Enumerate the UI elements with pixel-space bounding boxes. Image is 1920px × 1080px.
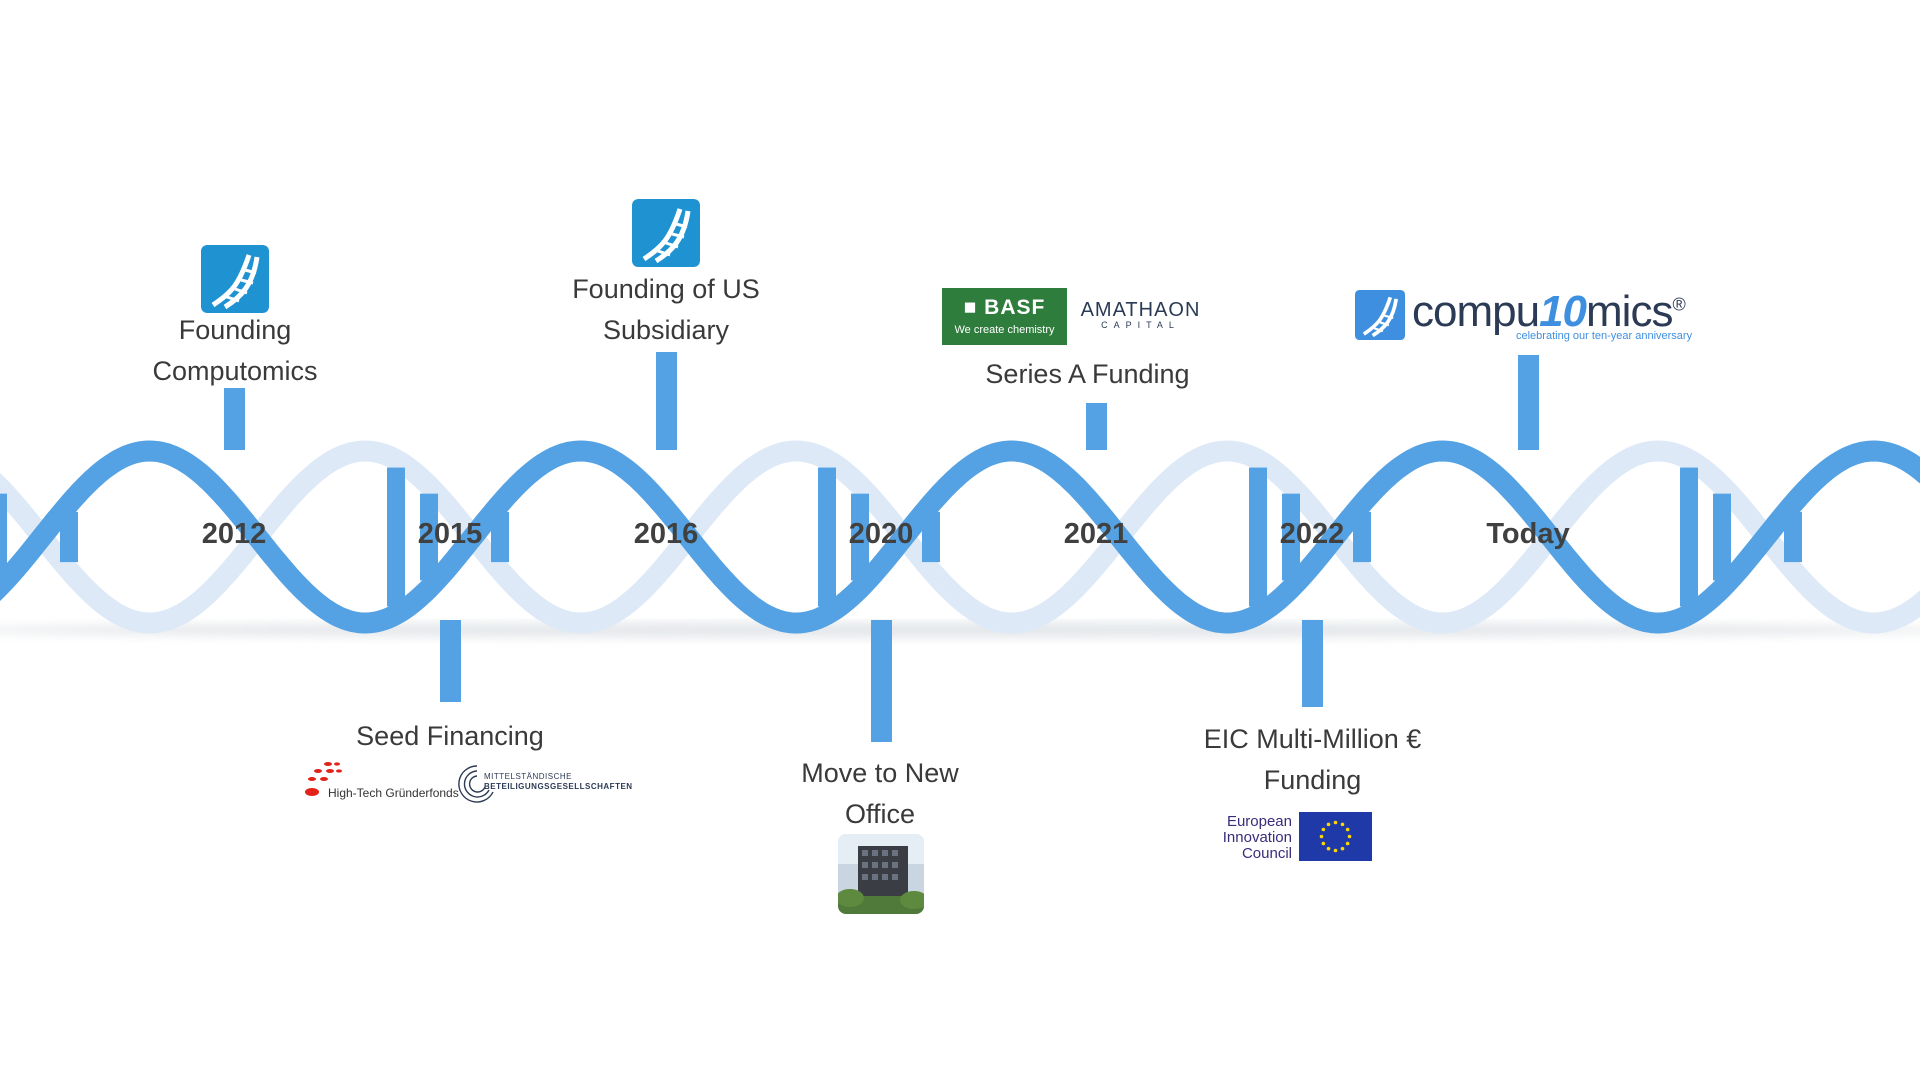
milestone-2021-label: Series A Funding xyxy=(950,354,1225,395)
year-label-2022: 2022 xyxy=(1279,518,1345,550)
milestone-2012-label: Founding Computomics xyxy=(100,310,370,392)
milestone-2020-label: Move to New Office xyxy=(740,753,1020,835)
amathaon-logo-name: AMATHAON xyxy=(1080,299,1201,321)
milestone-connector xyxy=(1302,620,1323,707)
helix-rung xyxy=(818,467,836,607)
basf-logo-tagline: We create chemistry xyxy=(954,324,1055,336)
helix-rung xyxy=(0,493,7,581)
eic-logo-line-2: Innovation xyxy=(1222,829,1292,846)
milestone-2016-line-1: Founding of US xyxy=(572,274,760,304)
helix-rung xyxy=(387,467,405,607)
year-label-today: Today xyxy=(1486,518,1570,550)
eu-flag-star xyxy=(1333,820,1338,825)
year-label-2012: 2012 xyxy=(201,518,267,550)
year-label-2015: 2015 xyxy=(417,518,483,550)
milestone-2021-line-1: Series A Funding xyxy=(985,359,1190,389)
milestone-2022-line-2: Funding xyxy=(1263,765,1362,795)
eu-flag-icon xyxy=(1299,812,1372,861)
eu-flag-star xyxy=(1345,827,1350,832)
basf-logo: ■ BASF We create chemistry xyxy=(942,288,1067,345)
computomics-dna-icon xyxy=(1355,290,1405,340)
milestone-2020-line-1: Move to New xyxy=(801,758,959,788)
year-label-2021: 2021 xyxy=(1063,518,1129,550)
helix-rung xyxy=(1680,467,1698,607)
milestone-2015-label: Seed Financing xyxy=(330,716,570,757)
mbg-logo-line-2: Beteiligungsgesellschaften xyxy=(484,782,633,791)
milestone-2012-line-1: Founding xyxy=(178,315,292,345)
eu-flag-star xyxy=(1321,841,1326,846)
computomics-dna-icon xyxy=(201,245,269,313)
helix-rung xyxy=(851,493,869,581)
helix-rung xyxy=(1282,493,1300,581)
eic-logo-text: European Innovation Council xyxy=(1212,814,1292,862)
eu-flag-star xyxy=(1347,834,1352,839)
mbg-logo-line-1: Mittelständische xyxy=(484,772,573,781)
mbg-swirl-icon xyxy=(458,765,494,803)
amathaon-logo-sub: CAPITAL xyxy=(1101,320,1180,330)
eu-flag-star xyxy=(1333,848,1338,853)
helix-rung xyxy=(1249,467,1267,607)
computomics-dna-icon xyxy=(632,199,700,267)
helix-strand-light xyxy=(0,440,1920,634)
milestone-connector xyxy=(224,388,245,450)
helix-strand-dark xyxy=(0,440,1920,634)
milestone-2016-line-2: Subsidiary xyxy=(602,315,730,345)
eu-flag-star xyxy=(1326,846,1331,851)
year-label-2020: 2020 xyxy=(848,518,914,550)
eu-flag-star xyxy=(1345,841,1350,846)
eic-logo-line-1: European xyxy=(1226,813,1292,830)
eu-flag-star xyxy=(1321,827,1326,832)
milestone-2016-label: Founding of US Subsidiary xyxy=(521,269,811,351)
milestone-connector xyxy=(1518,355,1539,450)
eu-flag-star xyxy=(1326,822,1331,827)
milestone-connector xyxy=(440,620,461,702)
computomics-anniversary-wordmark: compu10mics® xyxy=(1412,287,1686,336)
amathaon-capital-logo: AMATHAON CAPITAL xyxy=(1078,299,1203,330)
milestone-2022-line-1: EIC Multi-Million € xyxy=(1203,724,1422,754)
htgf-dots-icon xyxy=(305,762,342,796)
milestone-2012-line-2: Computomics xyxy=(152,356,318,386)
mbg-logo-text: Mittelständische Beteiligungsgesellschaf… xyxy=(484,772,633,792)
milestone-connector xyxy=(656,352,677,450)
helix-rung xyxy=(420,493,438,581)
office-building-photo xyxy=(838,834,924,914)
milestone-2020-line-2: Office xyxy=(844,799,916,829)
year-label-2016: 2016 xyxy=(633,518,699,550)
eic-logo-line-3: Council xyxy=(1241,845,1292,862)
milestone-connector xyxy=(871,620,892,742)
eu-flag-star xyxy=(1340,822,1345,827)
milestone-2015-line-1: Seed Financing xyxy=(356,721,544,751)
milestone-connector xyxy=(1086,403,1107,450)
htgf-logo-name: High-Tech Gründerfonds xyxy=(328,786,459,800)
milestone-2022-label: EIC Multi-Million € Funding xyxy=(1175,719,1450,801)
eu-flag-star xyxy=(1340,846,1345,851)
computomics-anniversary-tagline: celebrating our ten-year anniversary xyxy=(1516,330,1693,342)
eu-flag-star xyxy=(1319,834,1324,839)
helix-rung xyxy=(1713,493,1731,581)
basf-logo-name: ■ BASF xyxy=(963,296,1046,319)
